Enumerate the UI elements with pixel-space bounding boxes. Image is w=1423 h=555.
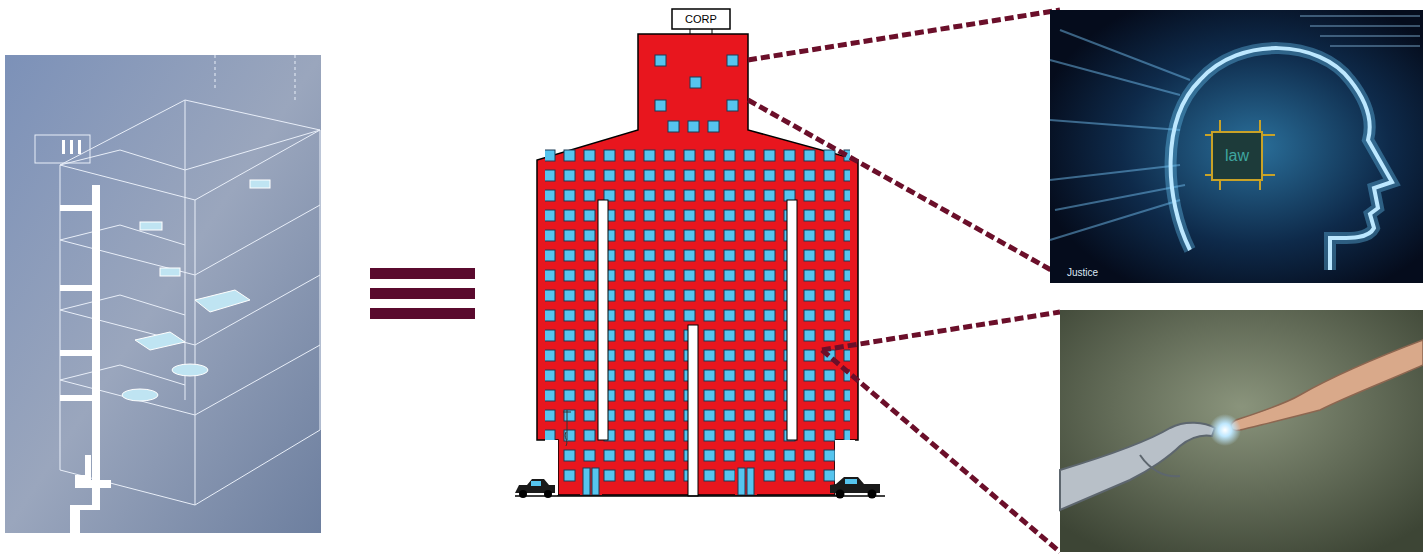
chip-text: law [1225, 148, 1249, 164]
building-cutaway [5, 55, 321, 535]
image-caption: Justice [1067, 268, 1098, 278]
sign-text: CORP [685, 14, 717, 25]
ai-head-image [1050, 10, 1423, 283]
leader-line [748, 10, 1060, 552]
identity-symbol [370, 268, 475, 319]
hands-image [1060, 310, 1423, 552]
corporate-building [515, 9, 885, 499]
